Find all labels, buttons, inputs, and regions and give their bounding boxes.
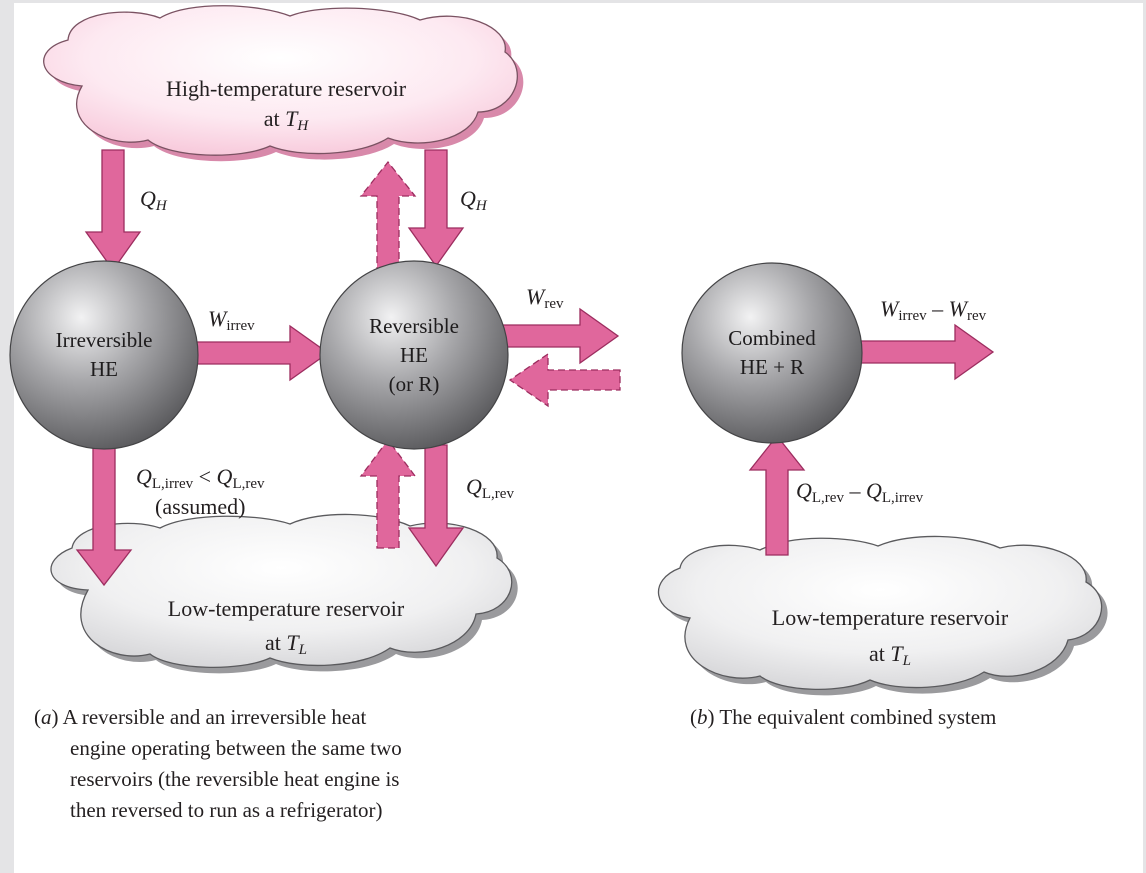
w-rev-label: Wrev	[526, 284, 564, 312]
qh-right-arrow	[407, 149, 465, 268]
caption-b: (b) The equivalent combined system	[690, 705, 997, 729]
w-net-label: Wirrev – Wrev	[880, 296, 987, 324]
ql-rev-arrow	[407, 444, 465, 568]
irreversible-he-label: Irreversible HE	[55, 328, 153, 381]
reversible-he-label: Reversible HE (or R)	[369, 314, 459, 396]
w-net-arrow	[857, 323, 995, 381]
caption-a: (a) A reversible and an irreversible hea…	[34, 705, 402, 822]
ql-net-label: QL,rev – QL,irrev	[796, 478, 924, 506]
ql-reversed-dashed-arrow	[359, 438, 417, 549]
w-irrev-arrow	[192, 324, 330, 382]
ql-net-arrow	[748, 434, 806, 556]
w-irrev-label: Wirrev	[208, 306, 255, 334]
ql-irrev-label: QL,irrev < QL,rev (assumed)	[136, 464, 265, 519]
high-temperature-reservoir-cloud	[43, 5, 524, 162]
low-temperature-reservoir-cloud-a	[50, 513, 518, 674]
high-reservoir-label: High-temperature reservoir at TH	[165, 76, 407, 134]
low-temperature-reservoir-cloud-b	[657, 535, 1108, 696]
combined-he-r-label: Combined HE + R	[728, 326, 816, 379]
ql-rev-label: QL,rev	[466, 474, 514, 502]
reversible-he-sphere	[319, 260, 509, 450]
qh-right-label: QH	[460, 186, 487, 214]
ql-irrev-arrow	[75, 444, 133, 587]
top-border	[0, 0, 1146, 3]
low-reservoir-label-a: Low-temperature reservoir at TL	[167, 596, 405, 658]
irreversible-he-sphere	[9, 260, 199, 450]
low-reservoir-label-b: Low-temperature reservoir at TL	[771, 605, 1009, 669]
right-border	[1143, 0, 1146, 873]
combined-he-r-sphere	[681, 262, 863, 444]
qh-reversed-dashed-arrow	[359, 160, 417, 271]
w-rev-reversed-dashed-arrow	[508, 352, 621, 408]
qh-left-label: QH	[140, 186, 167, 214]
qh-left-arrow	[84, 149, 142, 272]
w-rev-arrow	[502, 307, 620, 365]
left-border	[0, 0, 14, 873]
